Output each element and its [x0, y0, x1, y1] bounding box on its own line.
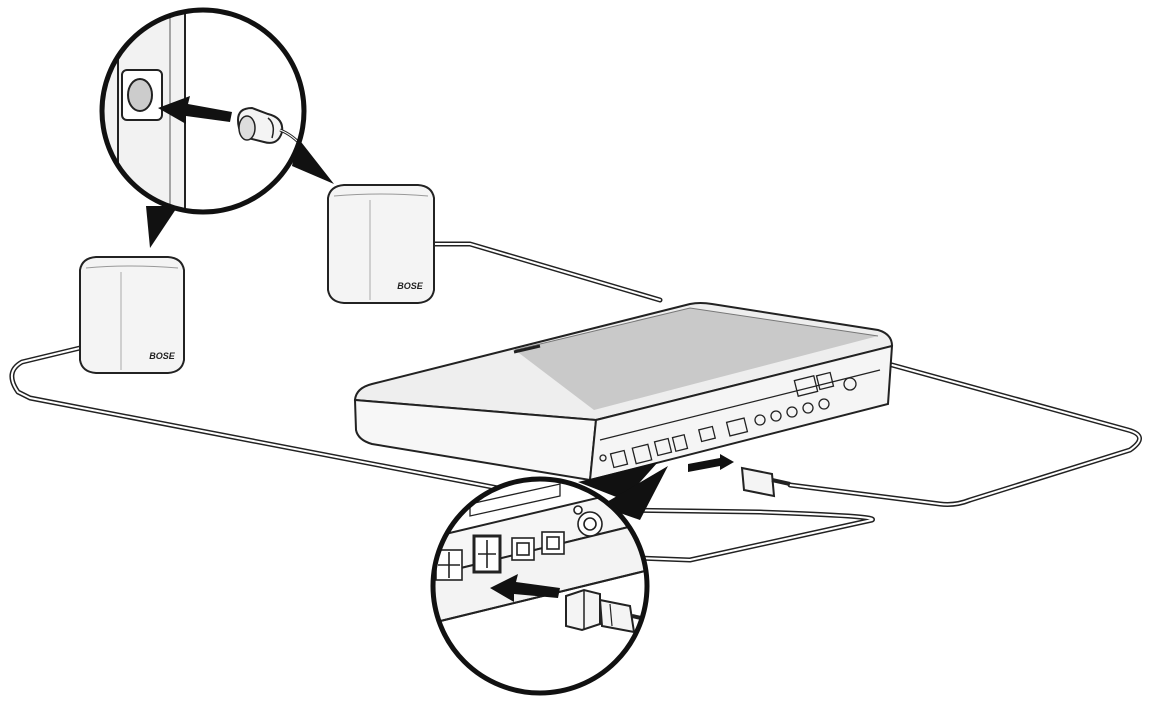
speaker-left: BOSE — [79, 256, 185, 374]
speaker-right-logo: BOSE — [397, 281, 424, 291]
speaker-port-icon — [435, 505, 603, 581]
callout-speaker-port — [430, 462, 668, 696]
power-port-icon — [121, 69, 163, 121]
console-plug-arrow — [688, 454, 791, 498]
barrel-plug-icon — [236, 106, 304, 157]
speaker-left-logo: BOSE — [149, 351, 176, 361]
insert-arrow-icon — [490, 574, 560, 602]
speaker-cables — [9, 241, 1142, 563]
callout-power-port — [99, 7, 334, 248]
insert-arrow-icon — [158, 96, 232, 124]
console-rear-panel — [599, 369, 881, 469]
speaker-plug-icon — [565, 588, 647, 634]
console-unit — [353, 302, 894, 498]
speaker-right: BOSE — [327, 184, 435, 304]
